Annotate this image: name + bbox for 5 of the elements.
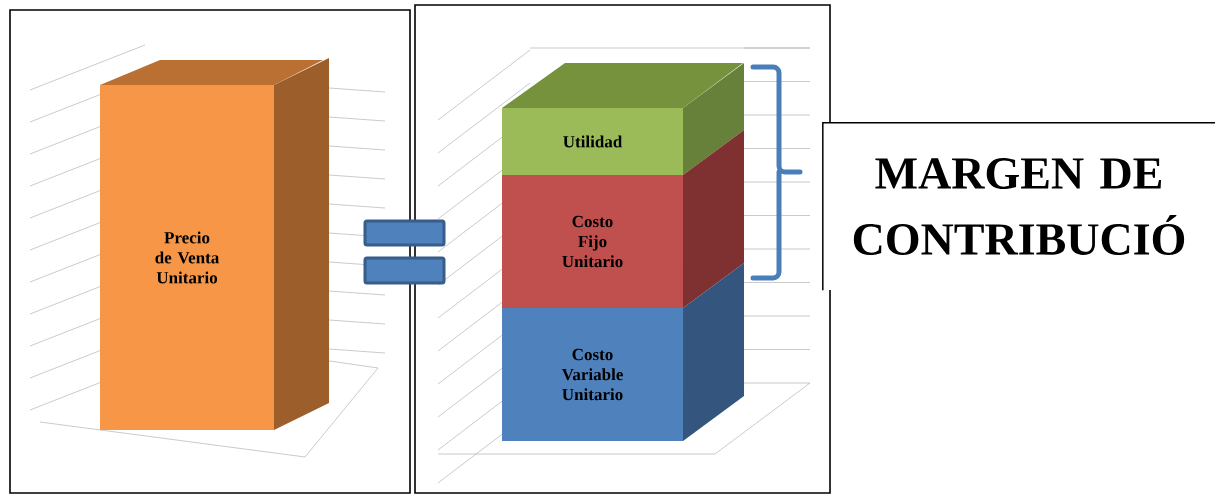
node-label: MARGEN DE CONTRIBUCIÓ <box>853 158 1185 255</box>
label-box: MARGEN DE CONTRIBUCIÓ <box>822 122 1215 291</box>
panel-frame <box>9 9 411 494</box>
bar-face: Precio de Venta Unitario <box>100 58 329 430</box>
bar-segment: Utilidad <box>502 63 744 175</box>
